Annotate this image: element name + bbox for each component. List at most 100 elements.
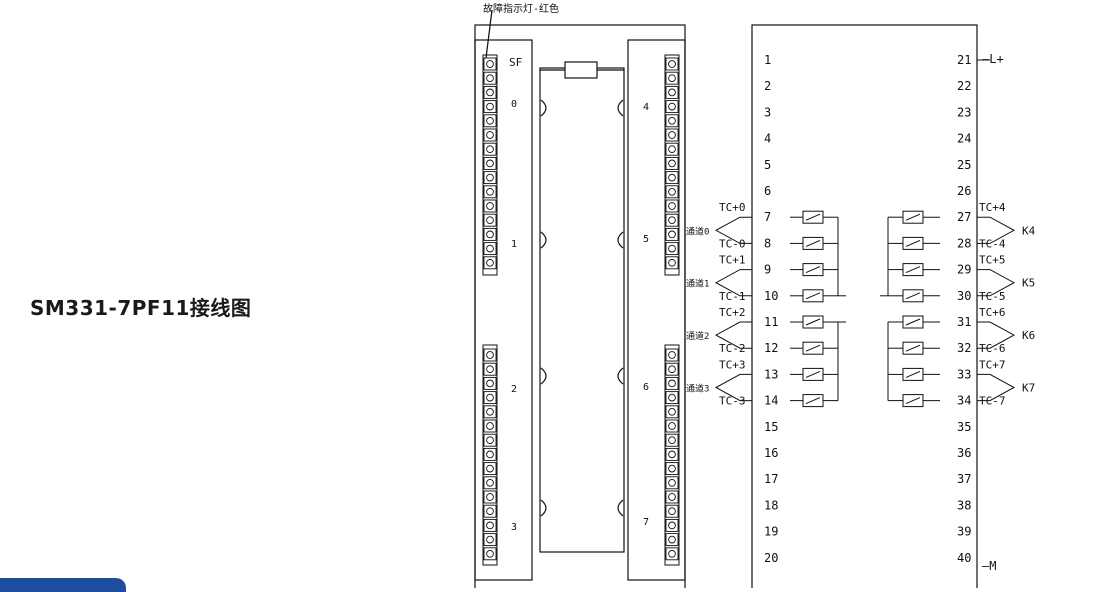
terminal-number: 10: [764, 289, 778, 303]
led-icon: [486, 145, 494, 154]
switch-contact: [805, 292, 821, 300]
switch-contact: [805, 318, 821, 326]
led-icon: [668, 521, 676, 530]
terminal-number: 9: [764, 263, 771, 277]
led-icon: [668, 230, 676, 239]
led-icon: [668, 102, 676, 111]
led-icon: [486, 216, 494, 225]
channel-led-label-7: 7: [643, 517, 649, 528]
terminal-number: 34: [957, 394, 971, 408]
led-icon: [668, 450, 676, 459]
led-icon: [668, 131, 676, 139]
terminal-number: 25: [957, 158, 971, 172]
terminal-number: 8: [764, 236, 771, 250]
led-icon: [668, 159, 676, 168]
led-icon: [668, 145, 676, 154]
terminal-number: 12: [764, 341, 778, 355]
left-led-strip-lower: [482, 344, 498, 566]
led-icon: [486, 422, 494, 430]
left-led-strip: [482, 54, 498, 276]
sf-label: SF: [509, 56, 522, 69]
led-icon: [486, 131, 494, 139]
led-icon: [486, 102, 494, 111]
led-icon: [486, 407, 494, 416]
led-icon: [668, 116, 676, 125]
diagram-title: SM331-7PF11接线图: [30, 296, 252, 320]
led-icon: [486, 258, 494, 267]
led-icon: [668, 436, 676, 445]
terminal-number: 40: [957, 551, 971, 565]
thermocouple-wire: [977, 269, 1016, 297]
led-icon: [486, 521, 494, 530]
led-icon: [486, 159, 494, 168]
right-led-strip: [664, 54, 680, 276]
led-icon: [668, 464, 676, 473]
led-icon: [668, 379, 676, 388]
led-icon: [486, 493, 494, 501]
fault-led-leader: [485, 9, 493, 59]
left-cover: [474, 39, 533, 581]
tc-minus-label: TC-7: [979, 395, 1006, 408]
led-icon: [668, 60, 676, 68]
led-icon: [486, 464, 494, 473]
terminal-number: 3: [764, 105, 771, 119]
led-icon: [486, 88, 494, 97]
switch-contact: [805, 370, 821, 378]
terminal-number: 13: [764, 367, 778, 381]
tc-plus-label: TC+6: [979, 306, 1006, 319]
led-icon: [486, 187, 494, 196]
led-icon: [486, 507, 494, 516]
channel-led-label-3: 3: [511, 522, 517, 533]
switch-contact: [905, 266, 921, 274]
switch-contact: [805, 397, 821, 405]
terminal-number: 6: [764, 184, 771, 198]
terminal-number: 15: [764, 420, 778, 434]
led-icon: [486, 436, 494, 445]
fault-led-label: 故障指示灯-红色: [483, 2, 559, 15]
tc-plus-label: TC+7: [979, 358, 1006, 371]
tc-plus-label: TC+1: [719, 254, 746, 267]
channel-name-label: K5: [1022, 277, 1035, 290]
led-icon: [668, 535, 676, 544]
led-icon: [668, 173, 676, 182]
terminal-number: 35: [957, 420, 971, 434]
terminal-number: 20: [764, 551, 778, 565]
channel-name-label: 通道3: [686, 383, 709, 395]
terminal-number: 38: [957, 498, 971, 512]
tc-minus-label: TC-6: [979, 342, 1006, 355]
led-icon: [486, 535, 494, 544]
channel-name-label: K7: [1022, 382, 1035, 395]
right-led-strip-lower: [664, 344, 680, 566]
thermocouple-wire: [714, 269, 752, 297]
terminal-number: 7: [764, 210, 771, 224]
terminal-number: 21: [957, 53, 971, 67]
led-icon: [486, 393, 494, 402]
module-front-view: [474, 9, 686, 588]
led-icon: [486, 379, 494, 388]
tc-minus-label: TC-3: [719, 395, 746, 408]
led-icon: [668, 393, 676, 402]
thermocouple-wire: [977, 373, 1016, 402]
led-icon: [486, 230, 494, 239]
terminal-number: 22: [957, 79, 971, 93]
channel-name-label: 通道2: [686, 330, 709, 342]
led-icon: [668, 187, 676, 196]
terminal-number: 36: [957, 446, 971, 460]
terminal-number: 24: [957, 132, 971, 146]
terminal-number: 23: [957, 105, 971, 119]
terminal-number: 29: [957, 263, 971, 277]
terminal-number: 11: [764, 315, 778, 329]
tc-minus-label: TC-2: [719, 342, 746, 355]
led-icon: [668, 216, 676, 225]
switch-contact: [905, 213, 921, 221]
led-icon: [486, 478, 494, 487]
channel-led-label-1: 1: [511, 239, 517, 250]
right-cover: [627, 39, 686, 581]
led-icon: [668, 244, 676, 253]
led-icon: [668, 549, 676, 558]
terminal-number: 27: [957, 210, 971, 224]
tc-plus-label: TC+4: [979, 201, 1006, 214]
led-icon: [486, 116, 494, 125]
switch-contact: [805, 239, 821, 247]
